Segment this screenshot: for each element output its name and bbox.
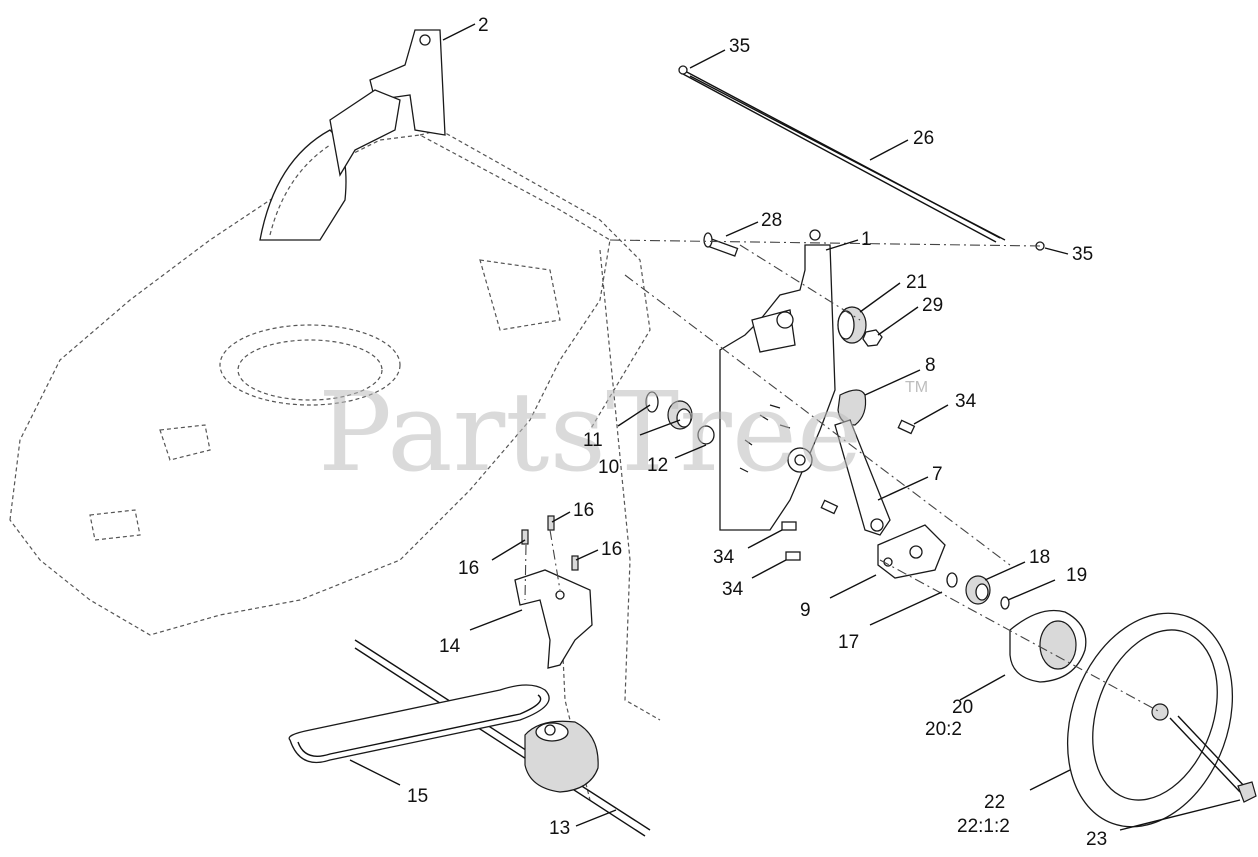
callout-8: 8 (925, 355, 936, 376)
callout-11: 11 (583, 430, 603, 451)
part-16-screw-right (571, 555, 579, 571)
callout-16-middle: 16 (573, 500, 594, 521)
part-26-rod (682, 69, 1006, 243)
part-34-bolt-upper (897, 419, 916, 435)
part-7-lever (834, 419, 891, 536)
part-16-screw-left (521, 529, 529, 545)
callout-14: 14 (439, 636, 461, 657)
part-28-pin (703, 232, 739, 257)
part-2-bracket (329, 29, 446, 177)
callout-10: 10 (598, 457, 619, 478)
callout-35-right: 35 (1072, 244, 1093, 265)
part-21-spacer (837, 306, 867, 344)
part-34-bolt-plate (820, 499, 839, 515)
callout-1: 1 (861, 229, 872, 250)
callout-35-top: 35 (729, 36, 750, 57)
part-15-belt (288, 684, 550, 764)
rear-wheel-outline (259, 129, 347, 241)
callout-17: 17 (838, 632, 859, 653)
part-20-hub (1009, 609, 1087, 683)
part-8-knob (837, 389, 867, 426)
part-35-screw-top (678, 65, 688, 75)
callout-20-2: 20:2 (925, 719, 962, 740)
callout-19: 19 (1066, 565, 1087, 586)
watermark: PartsTree TM (318, 368, 928, 496)
part-16-screw-middle (547, 515, 555, 531)
callout-15: 15 (407, 786, 428, 807)
leader-lines (349, 23, 1241, 831)
part-14-bracket (514, 569, 593, 669)
watermark-text: PartsTree (318, 368, 862, 496)
part-22-wheel (1066, 612, 1234, 828)
callout-22: 22 (984, 792, 1005, 813)
callout-28: 28 (761, 210, 782, 231)
callout-13: 13 (549, 818, 570, 839)
part-29-nut (862, 329, 883, 347)
callout-16-left: 16 (458, 558, 479, 579)
callout-34-mid: 34 (713, 547, 735, 568)
callout-29: 29 (922, 295, 943, 316)
alignment-lines (524, 239, 1161, 713)
callout-labels: 2 35 26 28 1 35 21 29 8 34 7 11 10 12 34… (407, 15, 1107, 850)
callout-18: 18 (1029, 547, 1050, 568)
part-9-pivot-bracket (877, 524, 946, 579)
callout-22-1-2: 22:1:2 (957, 816, 1010, 837)
callout-34-upper: 34 (955, 391, 977, 412)
callout-9: 9 (800, 600, 811, 621)
part-23-bolt (1169, 715, 1257, 803)
callout-2: 2 (478, 15, 489, 36)
callout-26: 26 (913, 128, 934, 149)
watermark-trademark: TM (905, 379, 928, 396)
callout-23: 23 (1086, 829, 1107, 850)
part-11-washer (645, 391, 659, 413)
part-12-spacer (697, 425, 715, 445)
callout-20: 20 (952, 697, 973, 718)
callout-16-right: 16 (601, 539, 622, 560)
callout-34-low: 34 (722, 579, 744, 600)
callout-21: 21 (906, 272, 927, 293)
callout-7: 7 (932, 464, 943, 485)
part-34-bolt-low (785, 551, 801, 561)
part-13-drive-assembly (354, 639, 651, 837)
part-19-clip (1000, 596, 1010, 610)
part-1-plate (719, 229, 836, 531)
part-18-bearing (965, 575, 991, 605)
callout-12: 12 (647, 455, 668, 476)
part-34-bolt-mid (781, 521, 797, 531)
part-17-washer (946, 572, 958, 588)
